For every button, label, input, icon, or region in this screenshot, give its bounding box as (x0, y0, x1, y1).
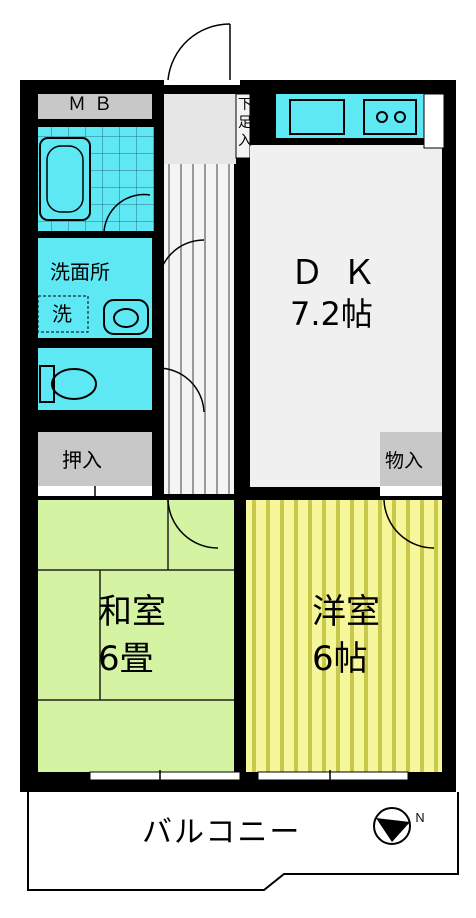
dk-size: 7.2帖 (290, 295, 373, 333)
washer-space (37, 295, 89, 333)
toilet-bowl-icon (51, 368, 97, 400)
dining-kitchen (250, 145, 442, 487)
mb-label: ＭＢ (68, 94, 120, 115)
youshitsu (246, 500, 442, 772)
sentaku-label: 洗 (52, 302, 72, 326)
washitsu (38, 500, 234, 772)
hallway (164, 164, 234, 494)
washitsu-size: 6畳 (98, 639, 154, 679)
kitchen-counter (276, 94, 442, 138)
dk-name: ＤＫ (290, 253, 394, 293)
svg-text:Ｎ: Ｎ (414, 811, 426, 825)
sink-icon (289, 99, 345, 135)
balcony-label: バルコニー (142, 815, 302, 850)
toilet-tank-icon (39, 365, 55, 403)
monoire-label: 物入 (385, 450, 424, 472)
mb-box (38, 94, 152, 119)
balcony (27, 792, 459, 891)
entrance-door-swing (167, 23, 231, 81)
washitsu-name: 和室 (98, 592, 166, 632)
stove-icon (363, 99, 417, 135)
entrance (164, 94, 236, 164)
monoire (380, 432, 442, 486)
genkan-label: 下足入 (238, 97, 252, 149)
oshiire (38, 432, 152, 486)
shoe-cabinet (235, 93, 251, 159)
youshitsu-name: 洋室 (312, 592, 380, 632)
youshitsu-size: 6帖 (312, 639, 368, 679)
north-arrow-icon: Ｎ (373, 807, 426, 845)
senmen-label: 洗面所 (50, 260, 110, 284)
bathtub-icon (39, 137, 91, 221)
oshiire-label: 押入 (62, 448, 102, 472)
tatami-lines (38, 500, 234, 701)
washbasin-icon (103, 299, 149, 335)
